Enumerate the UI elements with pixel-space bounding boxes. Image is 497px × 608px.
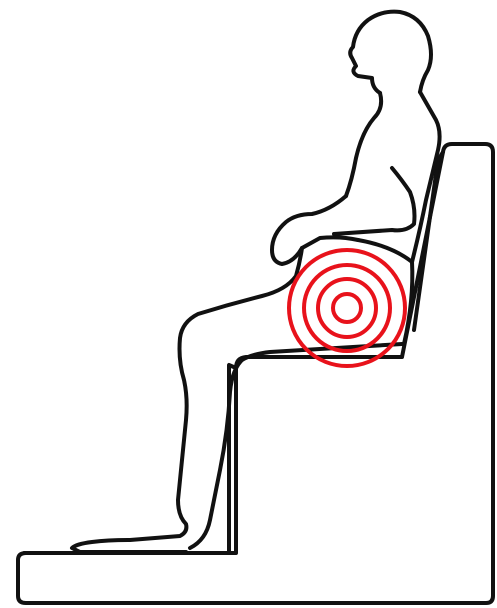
waist bbox=[358, 240, 412, 262]
human-figure bbox=[72, 12, 440, 552]
forearm bbox=[272, 196, 358, 264]
chest bbox=[346, 93, 381, 196]
leg-underside bbox=[190, 344, 402, 548]
thigh-top bbox=[72, 248, 302, 552]
pain-ring bbox=[333, 294, 361, 322]
head bbox=[350, 12, 431, 93]
upper-arm bbox=[334, 168, 415, 234]
pain-ring bbox=[318, 279, 376, 337]
